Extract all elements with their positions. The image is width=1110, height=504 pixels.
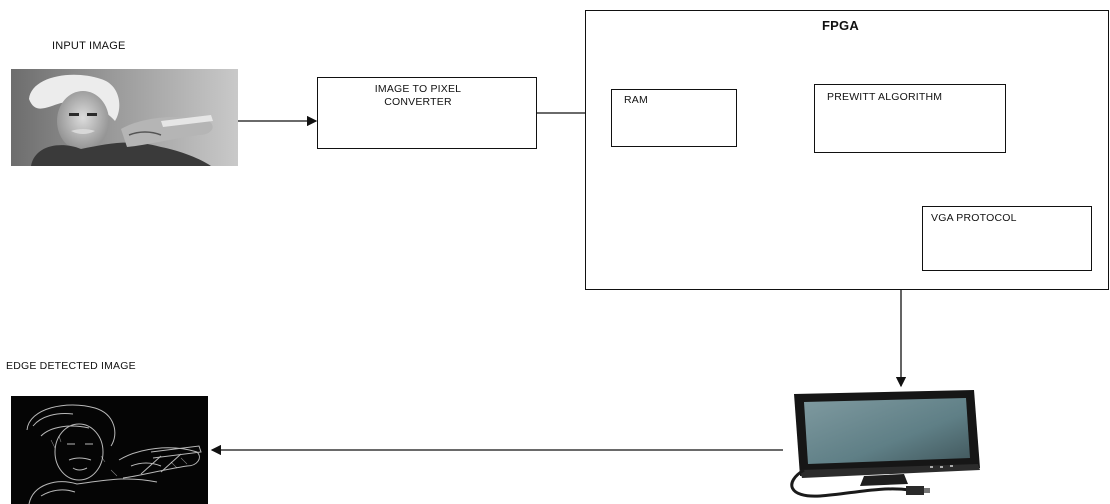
ram-label: RAM <box>624 94 648 107</box>
converter-label: IMAGE TO PIXEL CONVERTER <box>358 83 478 109</box>
ram-block: RAM <box>611 89 737 147</box>
prewitt-label: PREWITT ALGORITHM <box>827 91 942 104</box>
output-edge-photo-icon <box>11 396 208 504</box>
monitor-icon <box>780 386 990 504</box>
input-image-label: INPUT IMAGE <box>52 40 126 52</box>
vga-label: VGA PROTOCOL <box>931 212 1017 225</box>
input-photo-icon <box>11 69 238 166</box>
vga-protocol-block: VGA PROTOCOL <box>922 206 1092 271</box>
fpga-label: FPGA <box>822 18 859 33</box>
prewitt-algorithm-block: PREWITT ALGORITHM <box>814 84 1006 153</box>
edge-detected-image-label: EDGE DETECTED IMAGE <box>6 360 136 372</box>
image-to-pixel-converter-block: IMAGE TO PIXEL CONVERTER <box>317 77 537 149</box>
